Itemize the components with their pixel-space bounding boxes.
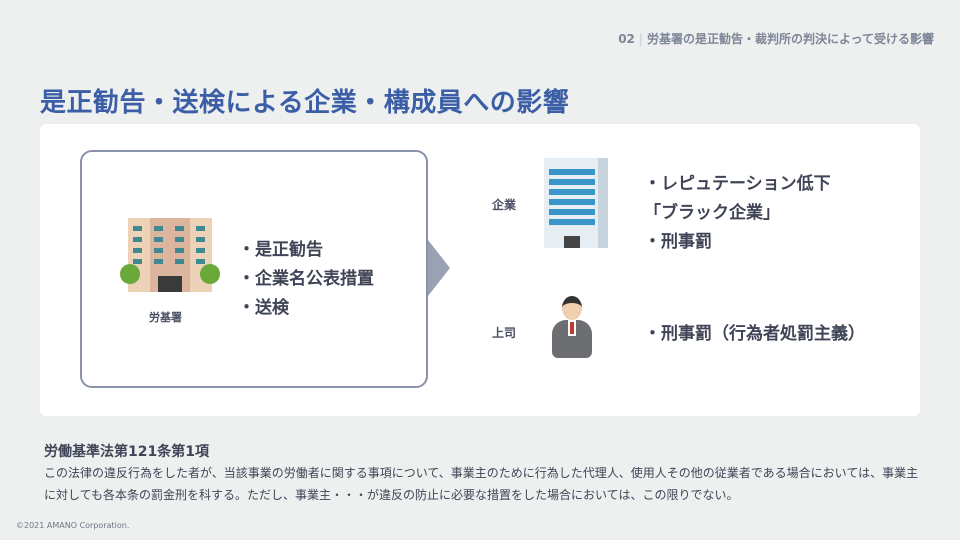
- tree-icon: [120, 264, 140, 284]
- list-item: ・企業名公表措置: [238, 269, 374, 289]
- divider: |: [638, 32, 643, 46]
- list-item: 「ブラック企業」: [644, 203, 780, 223]
- section-number: 02: [618, 32, 635, 46]
- list-item: ・刑事罰: [644, 232, 712, 252]
- tree-icon: [200, 264, 220, 284]
- list-item: ・刑事罰（行為者処罰主義）: [644, 324, 865, 344]
- section-header: 02|労基署の是正勧告・裁判所の判決によって受ける影響: [618, 30, 934, 47]
- page-title: 是正勧告・送検による企業・構成員への影響: [40, 88, 570, 118]
- boss-label: 上司: [492, 326, 517, 340]
- measures-list: ・是正勧告 ・企業名公表措置 ・送検: [238, 236, 374, 323]
- company-impacts-list: ・レピュテーション低下 「ブラック企業」 ・刑事罰: [644, 170, 831, 257]
- list-item: ・是正勧告: [238, 240, 323, 260]
- company-label: 企業: [492, 198, 517, 212]
- arrow-right-icon: [428, 240, 450, 296]
- company-building-icon: [544, 158, 608, 248]
- list-item: ・送検: [238, 298, 289, 318]
- office-building-icon: [120, 218, 220, 292]
- labor-office-label: 労基署: [149, 311, 182, 324]
- boss-impacts-list: ・刑事罰（行為者処罰主義）: [644, 320, 865, 349]
- law-text: この法律の違反行為をした者が、当該事業の労働者に関する事項について、事業主のため…: [44, 466, 919, 502]
- businessman-icon: [552, 296, 592, 360]
- copyright: ©2021 AMANO Corporation.: [16, 521, 130, 530]
- section-title: 労基署の是正勧告・裁判所の判決によって受ける影響: [646, 32, 934, 46]
- law-title: 労働基準法第121条第1項: [44, 444, 209, 460]
- list-item: ・レピュテーション低下: [644, 174, 831, 194]
